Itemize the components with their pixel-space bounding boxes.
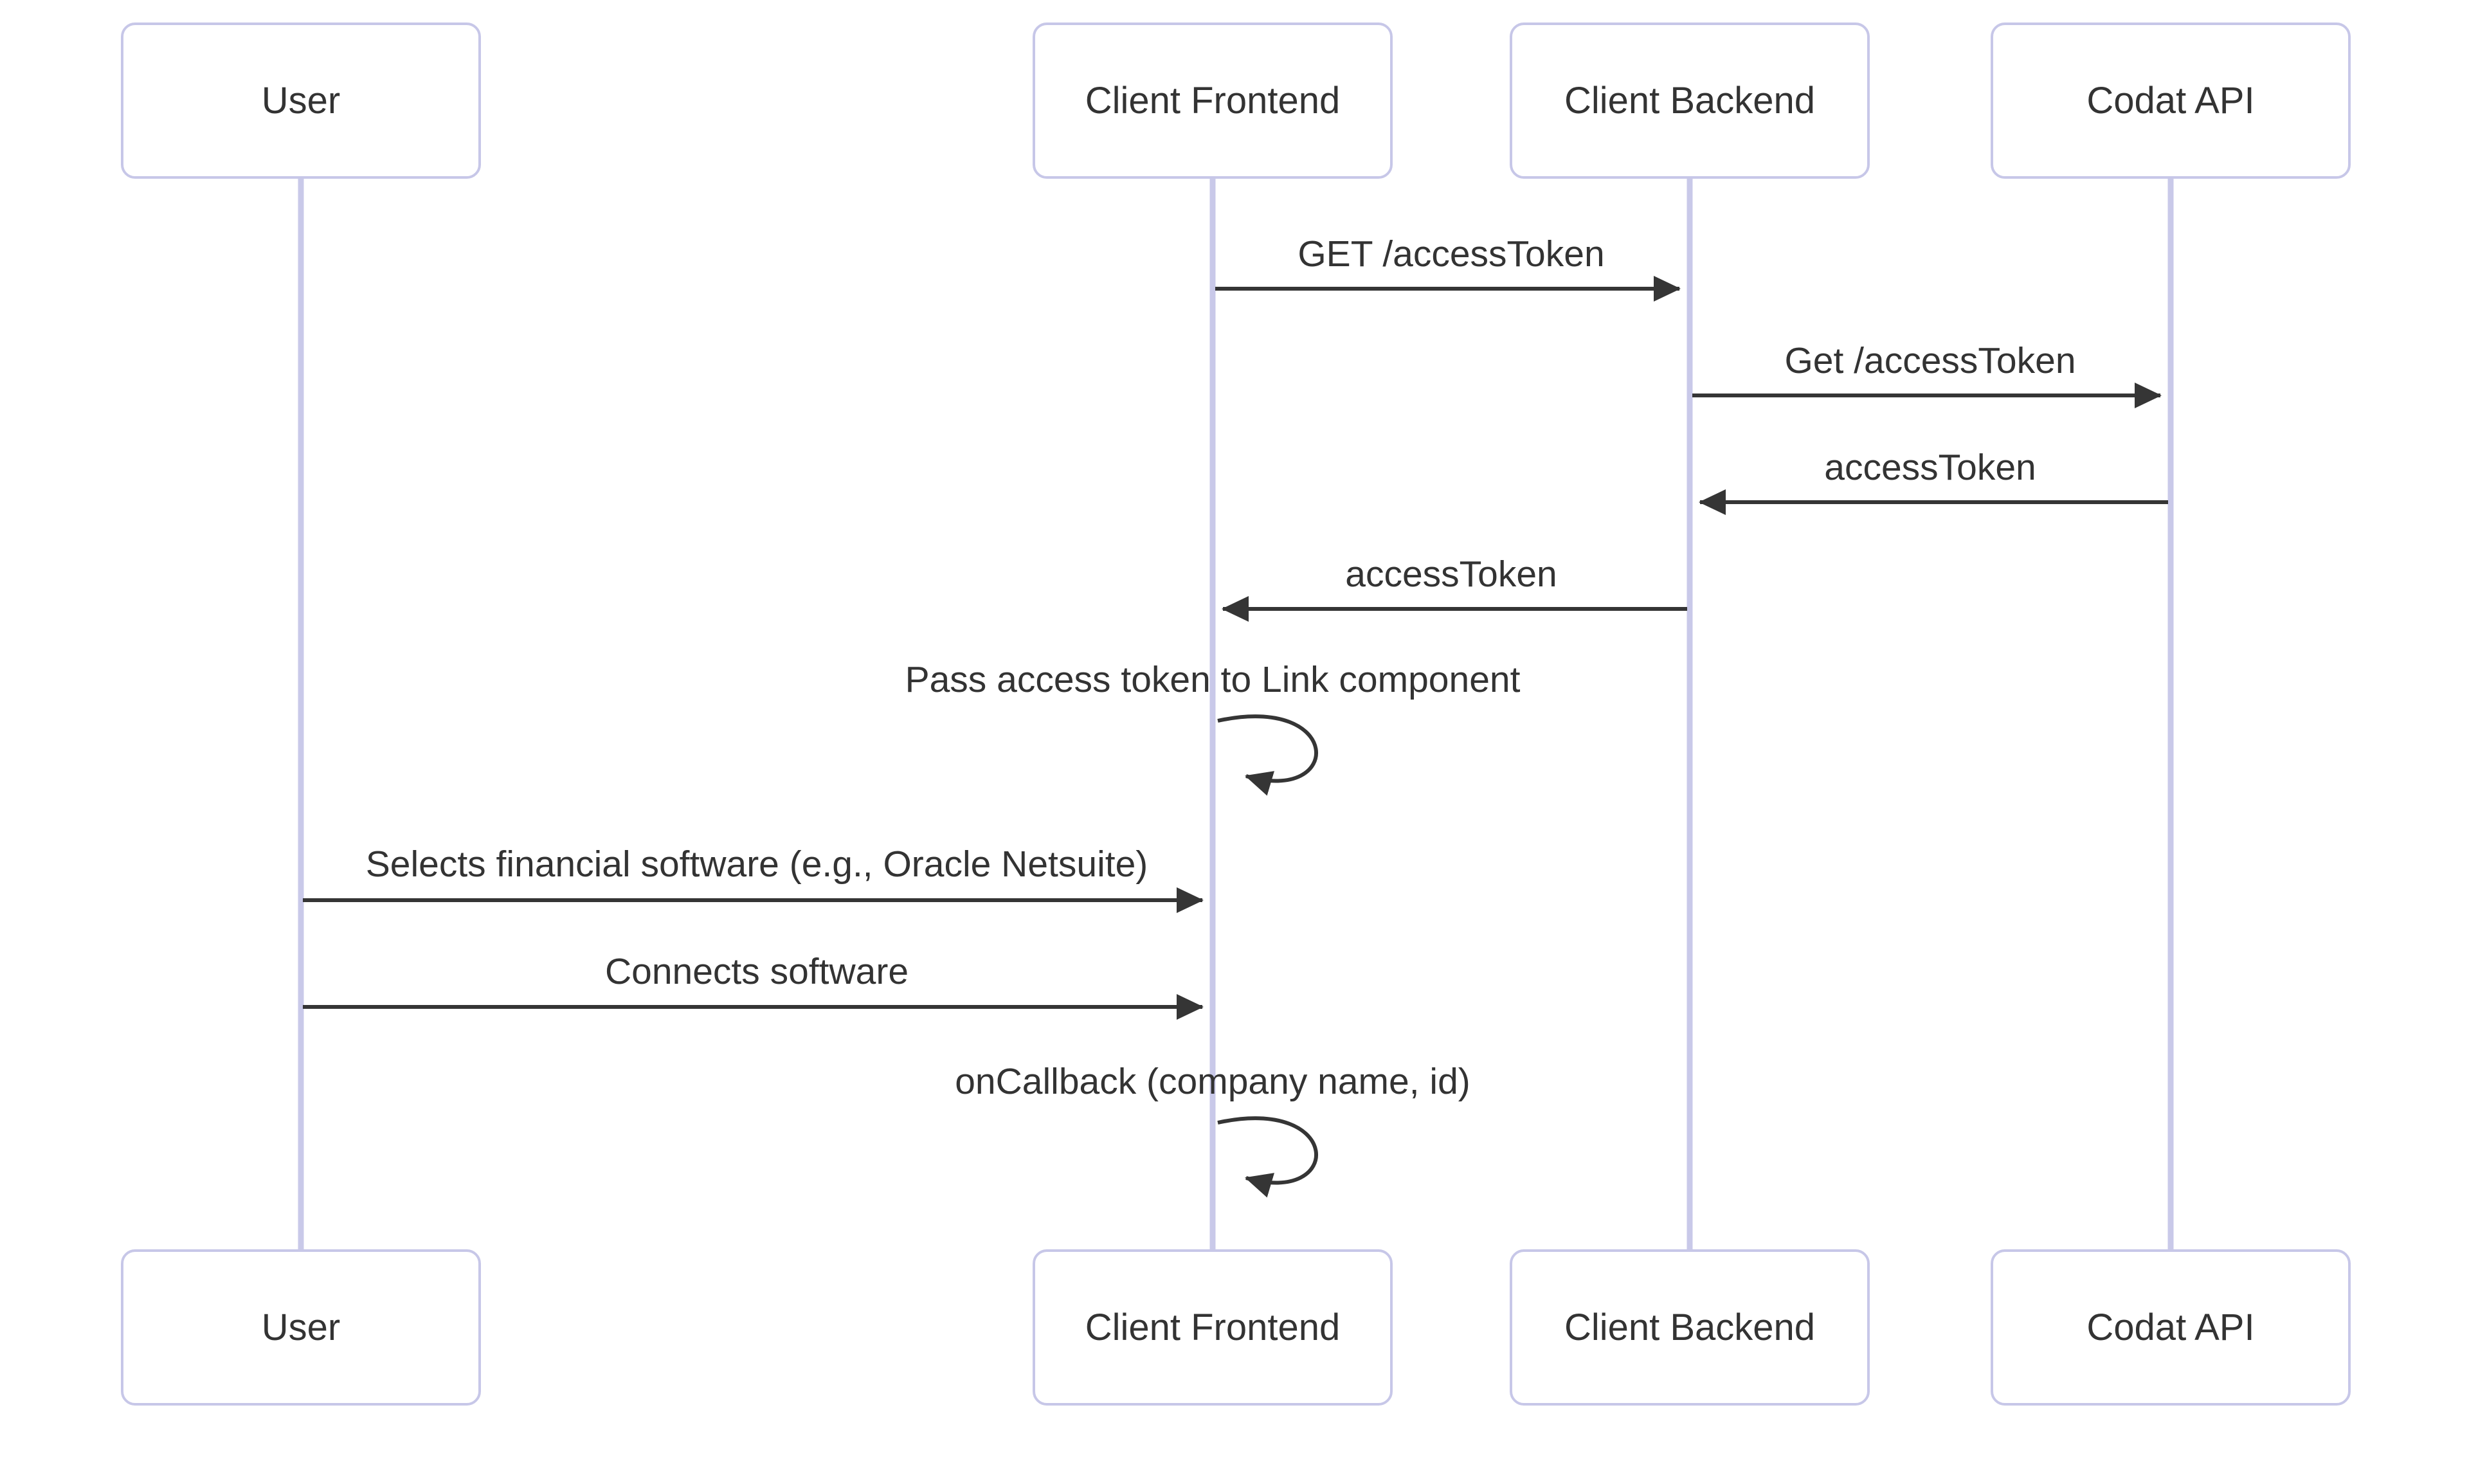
self-loop-arrow-5 bbox=[1217, 714, 1318, 796]
actor-label: Codat API bbox=[2086, 1306, 2255, 1348]
actor-bottom-user: User bbox=[121, 1249, 481, 1406]
actor-label: Codat API bbox=[2086, 79, 2255, 122]
actor-top-codat-api: Codat API bbox=[1991, 23, 2351, 179]
actor-label: Client Frontend bbox=[1085, 1306, 1341, 1348]
message-label-2: Get /accessToken bbox=[1784, 340, 2076, 382]
message-label-5: Pass access token to Link component bbox=[905, 659, 1521, 701]
actor-label: User bbox=[261, 1306, 341, 1348]
message-label-7: Connects software bbox=[604, 951, 909, 993]
actor-bottom-client-frontend: Client Frontend bbox=[1033, 1249, 1393, 1406]
message-label-3: accessToken bbox=[1824, 447, 2036, 489]
actor-bottom-codat-api: Codat API bbox=[1991, 1249, 2351, 1406]
actor-top-client-frontend: Client Frontend bbox=[1033, 23, 1393, 179]
message-label-1: GET /accessToken bbox=[1298, 233, 1605, 275]
message-label-6: Selects financial software (e.g., Oracle… bbox=[365, 844, 1148, 885]
actor-top-user: User bbox=[121, 23, 481, 179]
actor-top-client-backend: Client Backend bbox=[1510, 23, 1870, 179]
actor-label: Client Backend bbox=[1564, 1306, 1816, 1348]
actor-label: User bbox=[261, 79, 341, 122]
self-loop-arrow-8 bbox=[1217, 1116, 1318, 1198]
actor-bottom-client-backend: Client Backend bbox=[1510, 1249, 1870, 1406]
actor-label: Client Frontend bbox=[1085, 79, 1341, 122]
message-label-8: onCallback (company name, id) bbox=[955, 1061, 1470, 1103]
actor-label: Client Backend bbox=[1564, 79, 1816, 122]
message-label-4: accessToken bbox=[1345, 554, 1557, 595]
